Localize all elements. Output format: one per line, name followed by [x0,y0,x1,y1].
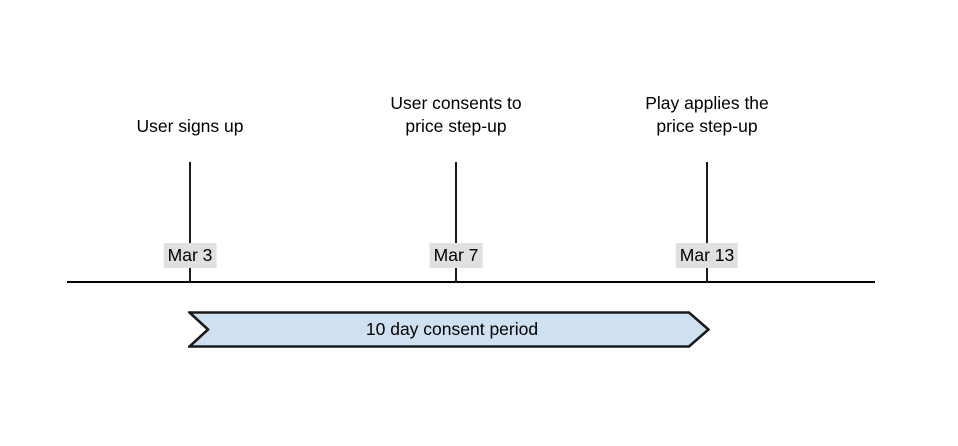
event-label-3: Play applies the price step-up [645,92,769,138]
timeline-axis [67,281,875,283]
consent-period-banner[interactable]: 10 day consent period [188,311,710,348]
marker-tick-2 [455,162,457,283]
event-label-3-line-2: price step-up [656,116,758,136]
consent-period-arrow-shape [188,311,710,348]
date-label-3: Mar 13 [675,243,739,268]
date-label-2: Mar 7 [429,243,483,268]
event-label-2-line-1: User consents to [390,93,522,113]
marker-tick-1 [189,162,191,283]
date-label-1: Mar 3 [163,243,217,268]
event-label-1: User signs up [137,115,244,138]
event-label-2-line-2: price step-up [405,116,507,136]
consent-period-label: 10 day consent period [365,319,539,339]
event-label-3-line-1: Play applies the [645,93,769,113]
marker-tick-3 [706,162,708,283]
event-label-1-line-1: User signs up [136,116,244,136]
event-label-2: User consents to price step-up [390,92,521,138]
